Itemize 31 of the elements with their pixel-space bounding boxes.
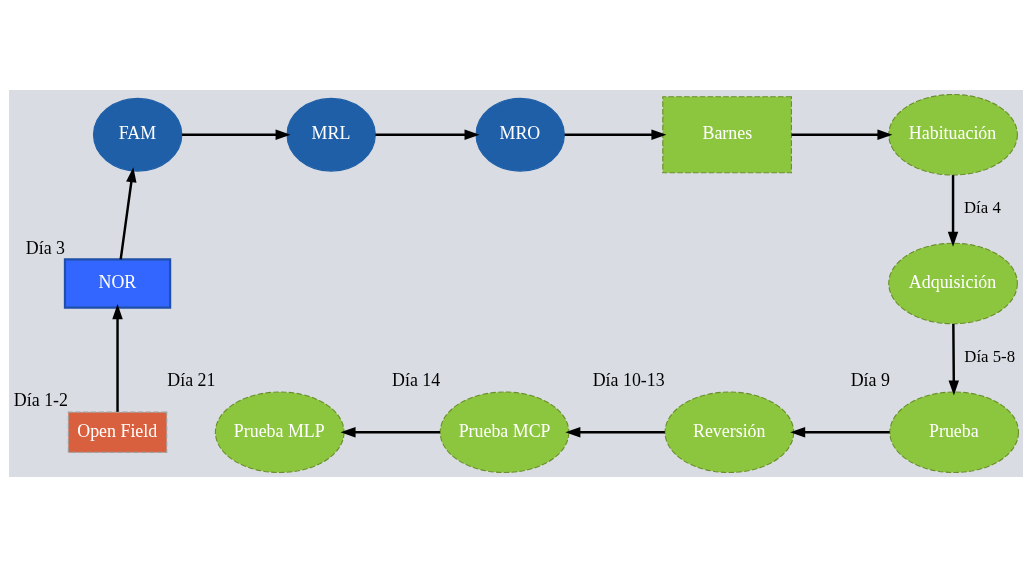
node-label: Día 9 [850,370,890,391]
edge-label: Día 4 [964,198,1001,218]
node-ellipse: MRO [475,97,565,172]
node-label: Día 21 [167,370,216,391]
arrow [947,175,959,247]
arrow [948,323,960,396]
arrow [790,427,890,438]
node-ellipse: Habituación [888,93,1018,176]
node-ellipse: Reversión [664,391,795,474]
node-ellipse: Prueba [889,391,1020,474]
arrow [375,129,480,140]
node-label: Día 10-13 [592,370,665,391]
arrow [181,129,291,140]
node-box: Barnes [662,96,792,174]
node-label: Día 3 [25,237,65,258]
arrow [119,167,137,260]
node-label: Día 14 [392,370,441,391]
node-ellipse: Prueba MCP [439,391,570,474]
arrow [564,129,667,140]
node-ellipse: Adquisición [888,242,1018,325]
node-box: NOR [63,258,172,309]
edge-label: Día 5-8 [964,346,1016,366]
arrow [340,427,441,438]
arrow [112,304,123,412]
arrow [565,427,665,438]
node-ellipse: Prueba MLP [214,391,345,474]
node-ellipse: FAM [92,97,183,172]
node-label: Día 1-2 [13,390,68,411]
node-box: Open Field [67,411,168,453]
node-ellipse: MRL [286,97,376,172]
arrow [791,129,893,140]
